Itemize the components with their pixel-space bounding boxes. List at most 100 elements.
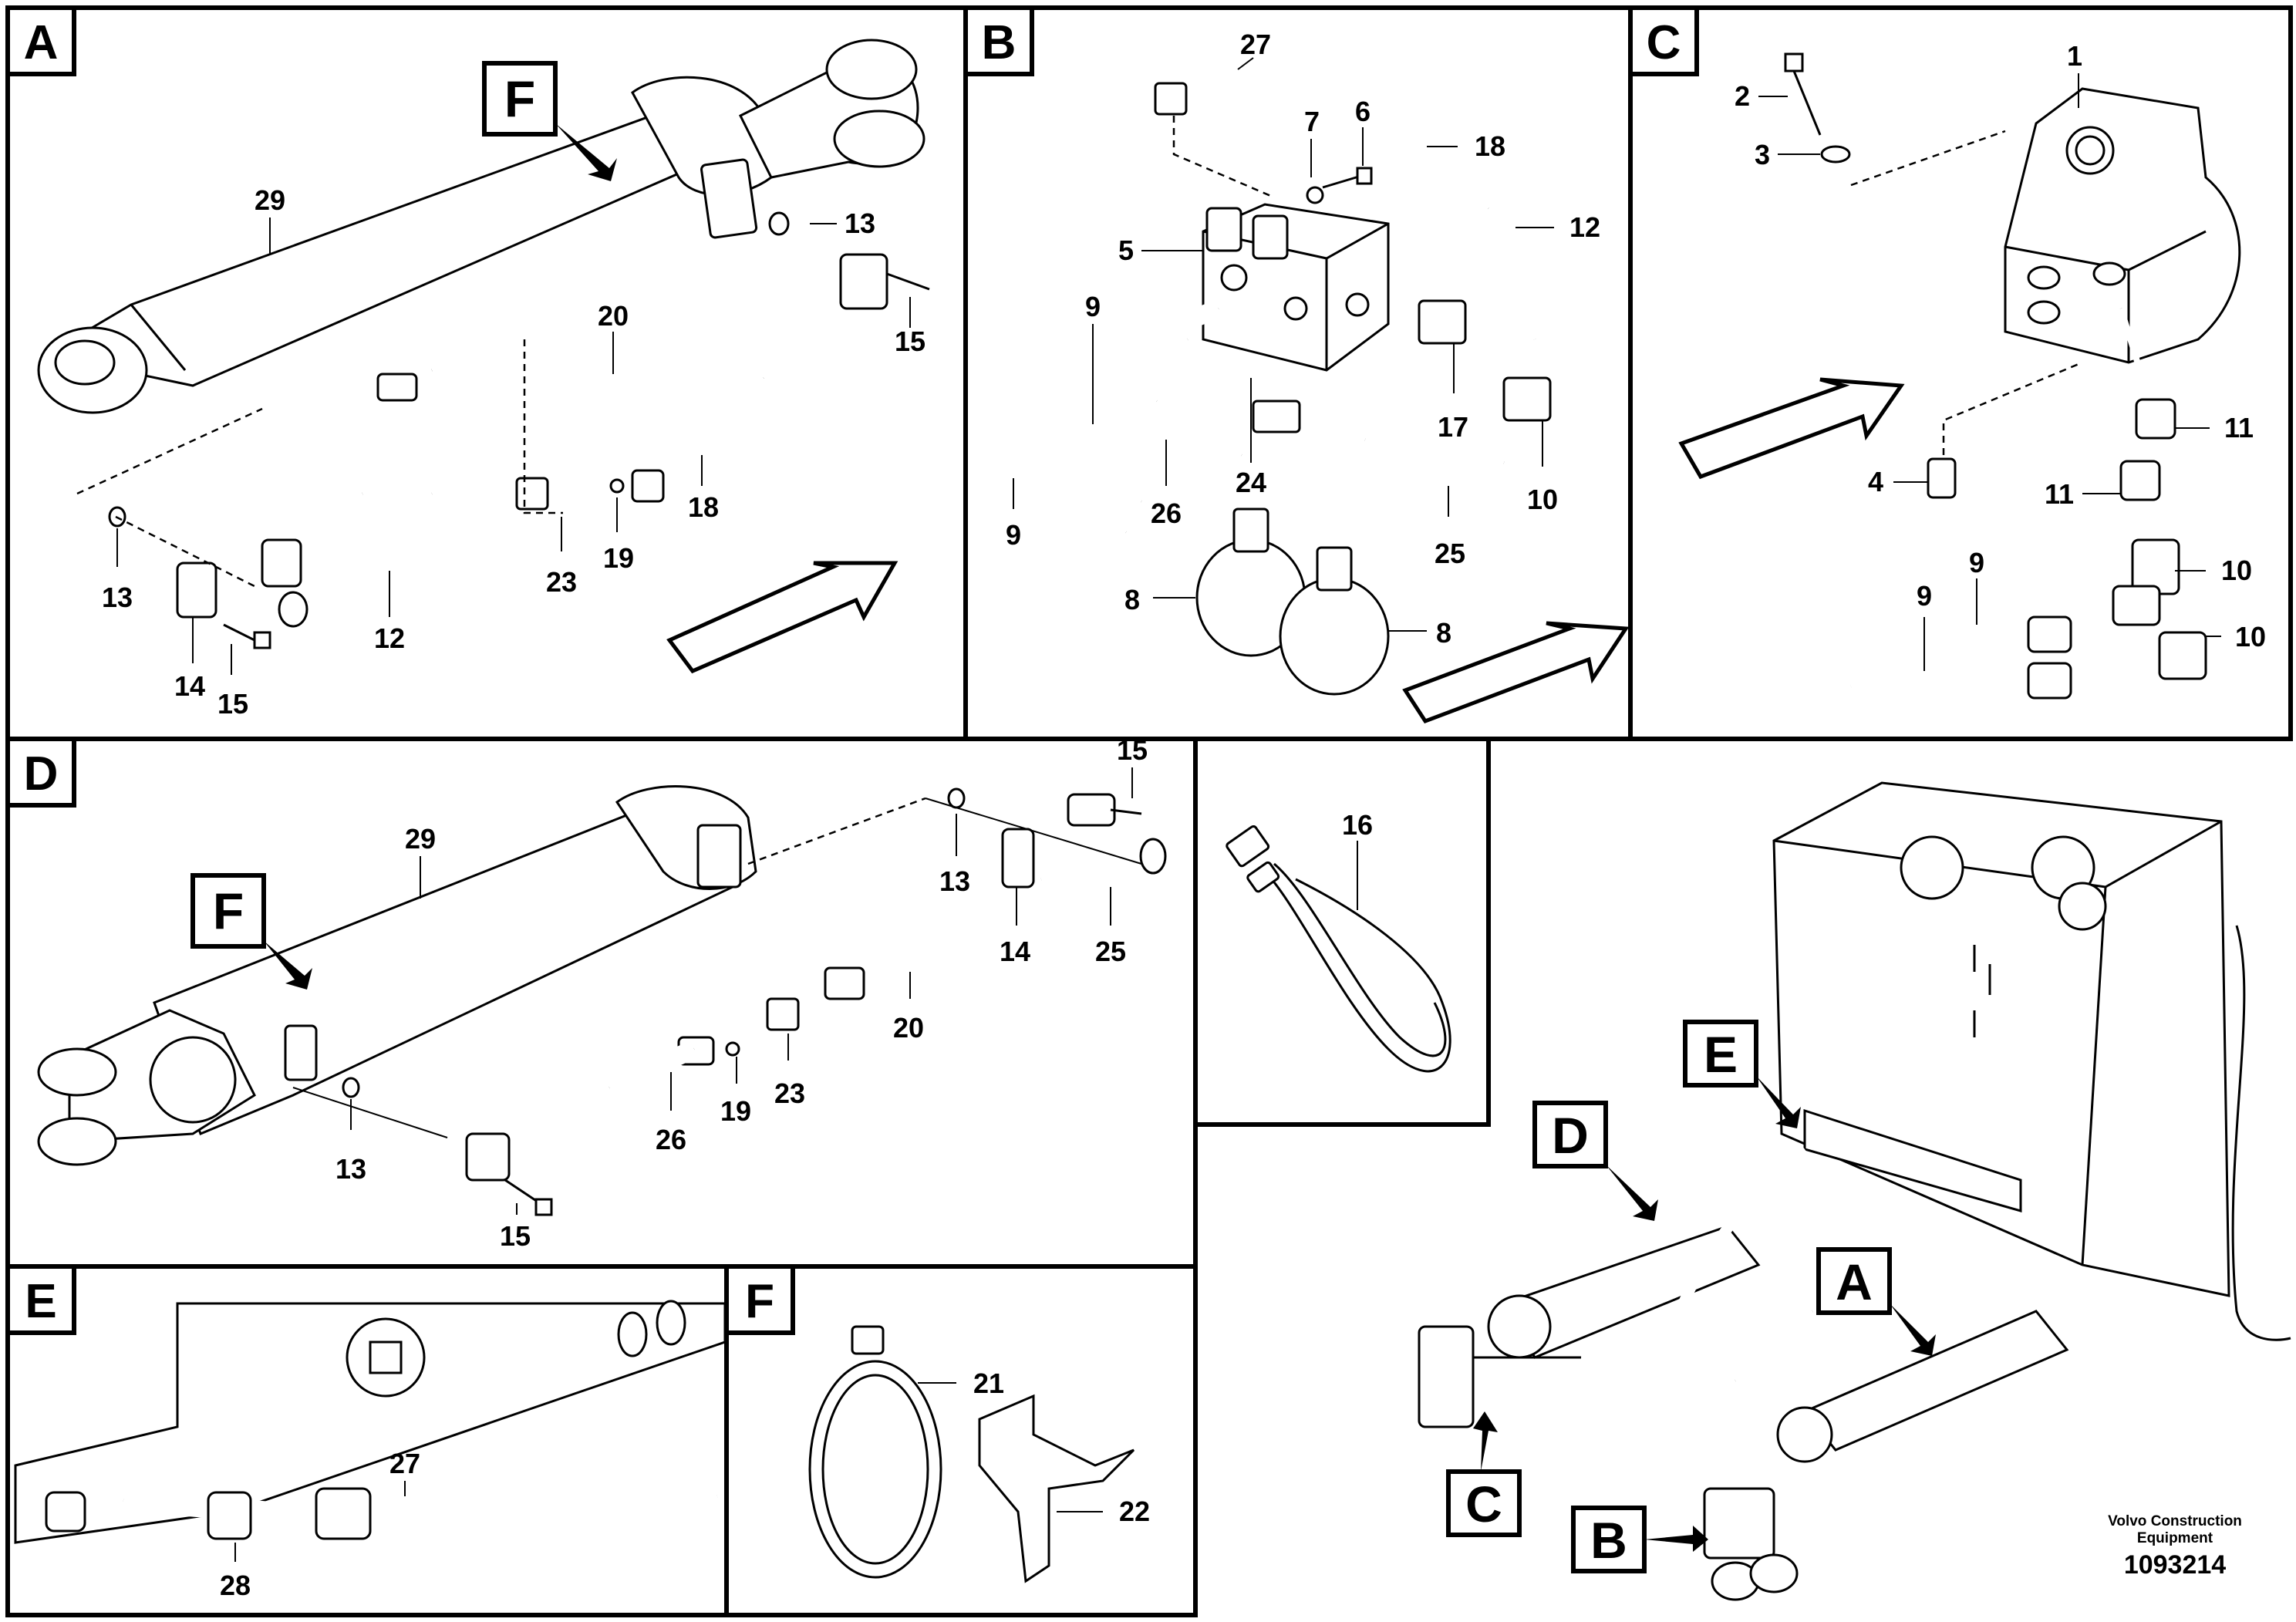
part-number-label: 20 xyxy=(893,1012,924,1044)
panel-d-label: D xyxy=(5,737,76,808)
part-number-label: 3 xyxy=(1755,139,1770,170)
part-number-label: 12 xyxy=(374,622,405,654)
panel-a-labels: 29 13 20 15 13 14 15 12 23 19 18 xyxy=(102,184,925,720)
section-letter: A xyxy=(24,16,59,69)
panel-d-labels: 15 29 13 14 25 20 23 19 26 13 15 xyxy=(335,734,1148,1252)
footer: Volvo Construction Equipment 1093214 xyxy=(2108,1513,2242,1580)
section-letter: E xyxy=(25,1275,56,1328)
part-number-label: 21 xyxy=(973,1367,1004,1399)
panel-e-label: E xyxy=(5,1264,76,1335)
section-letter: F xyxy=(213,882,244,939)
part-number-label: 13 xyxy=(102,582,133,613)
part-number-label: 15 xyxy=(895,325,925,357)
part-number-label: 18 xyxy=(1475,130,1505,162)
part-number-label: 13 xyxy=(335,1153,366,1185)
panel-c-label: C xyxy=(1628,5,1699,76)
part-number-label: 11 xyxy=(2224,412,2254,443)
panel-e-drawing xyxy=(14,1300,727,1544)
document-number: 1093214 xyxy=(2124,1550,2226,1580)
section-letter: B xyxy=(1590,1512,1627,1569)
part-number-label: 15 xyxy=(500,1220,531,1252)
panel-f-labels: 21 22 xyxy=(918,1367,1150,1527)
part-number-label: 26 xyxy=(656,1124,686,1155)
part-number-label: 23 xyxy=(546,566,577,598)
panel-a-drawing: F xyxy=(37,39,930,674)
part-number-label: 14 xyxy=(174,670,205,702)
clamp-panel-drawing xyxy=(1226,824,1451,1073)
clamp-panel-labels: 16 xyxy=(1342,809,1373,910)
panel-d-drawing: F xyxy=(37,785,1167,1216)
part-number-label: 26 xyxy=(1151,497,1182,529)
part-number-label: 17 xyxy=(1438,411,1468,443)
panel-b-drawing xyxy=(990,51,1630,724)
section-letter: D xyxy=(24,747,59,801)
part-number-label: 4 xyxy=(1868,466,1883,497)
part-number-label: 16 xyxy=(1342,809,1373,841)
part-number-label: 1 xyxy=(2067,40,2082,72)
part-number-label: 25 xyxy=(1095,936,1126,967)
part-number-label: 9 xyxy=(1085,291,1101,322)
callout-a-overview: A xyxy=(1816,1247,1936,1356)
section-letter: F xyxy=(504,70,535,127)
section-letter: C xyxy=(1647,16,1681,69)
part-number-label: 12 xyxy=(1569,211,1600,243)
part-number-label: 19 xyxy=(603,542,634,574)
part-number-label: 23 xyxy=(774,1077,805,1109)
part-number-label: 9 xyxy=(1006,519,1021,551)
part-number-label: 27 xyxy=(389,1448,420,1479)
part-number-label: 18 xyxy=(688,491,719,523)
panel-frames xyxy=(5,5,2293,1617)
part-number-label: 27 xyxy=(1240,29,1271,60)
panel-c-drawing xyxy=(1678,52,2241,700)
part-number-label: 15 xyxy=(1117,734,1148,766)
part-number-label: 7 xyxy=(1304,106,1320,137)
part-number-label: 11 xyxy=(2045,478,2074,510)
part-number-label: 9 xyxy=(1917,580,1932,612)
section-letter: F xyxy=(745,1275,774,1328)
part-number-label: 10 xyxy=(2235,621,2266,653)
overview-drawing: E D A C xyxy=(1418,781,2291,1601)
part-number-label: 5 xyxy=(1118,234,1134,266)
callout-f-d: F xyxy=(190,873,312,990)
section-letter: C xyxy=(1465,1475,1502,1533)
section-letter: D xyxy=(1552,1107,1589,1164)
part-number-label: 9 xyxy=(1969,547,1984,578)
part-number-label: 29 xyxy=(255,184,285,216)
callout-b-overview: B xyxy=(1571,1506,1708,1573)
part-number-label: 2 xyxy=(1735,80,1750,112)
part-number-label: 22 xyxy=(1119,1496,1150,1527)
part-number-label: 8 xyxy=(1124,584,1140,615)
section-labels: A B C D E F xyxy=(5,5,1699,1335)
part-number-label: 13 xyxy=(939,865,970,897)
panel-f-label: F xyxy=(724,1264,795,1335)
part-number-label: 20 xyxy=(598,300,629,332)
part-number-label: 8 xyxy=(1436,617,1451,649)
part-number-label: 10 xyxy=(2221,555,2252,586)
section-letter: A xyxy=(1836,1253,1873,1310)
part-number-label: 28 xyxy=(220,1570,251,1601)
panel-b-label: B xyxy=(963,5,1034,76)
panel-c-labels: 1 2 3 11 4 11 9 10 9 10 xyxy=(1735,40,2266,671)
callout-f-a: F xyxy=(482,61,617,181)
part-number-label: 13 xyxy=(845,207,875,239)
part-number-label: 10 xyxy=(1527,484,1558,515)
callout-d-overview: D xyxy=(1532,1101,1658,1221)
part-number-label: 25 xyxy=(1435,538,1465,569)
part-number-label: 19 xyxy=(720,1095,751,1127)
part-number-label: 29 xyxy=(405,823,436,855)
section-letter: E xyxy=(1704,1026,1738,1083)
part-number-label: 14 xyxy=(1000,936,1030,967)
brand-line-1: Volvo Construction xyxy=(2108,1513,2242,1529)
part-number-label: 15 xyxy=(217,688,248,720)
panel-a-label: A xyxy=(5,5,76,76)
brand-line-2: Equipment xyxy=(2137,1530,2213,1546)
part-number-label: 24 xyxy=(1236,467,1266,498)
part-number-label: 6 xyxy=(1355,96,1371,127)
panel-f-drawing xyxy=(808,1325,1135,1583)
callout-e-overview: E xyxy=(1683,1020,1801,1128)
section-letter: B xyxy=(982,16,1017,69)
panel-b-labels: 27 7 6 18 5 12 9 9 26 24 17 10 25 8 8 xyxy=(1006,29,1600,649)
panel-e-labels: 27 28 xyxy=(220,1448,420,1601)
callout-c-overview: C xyxy=(1446,1411,1522,1537)
